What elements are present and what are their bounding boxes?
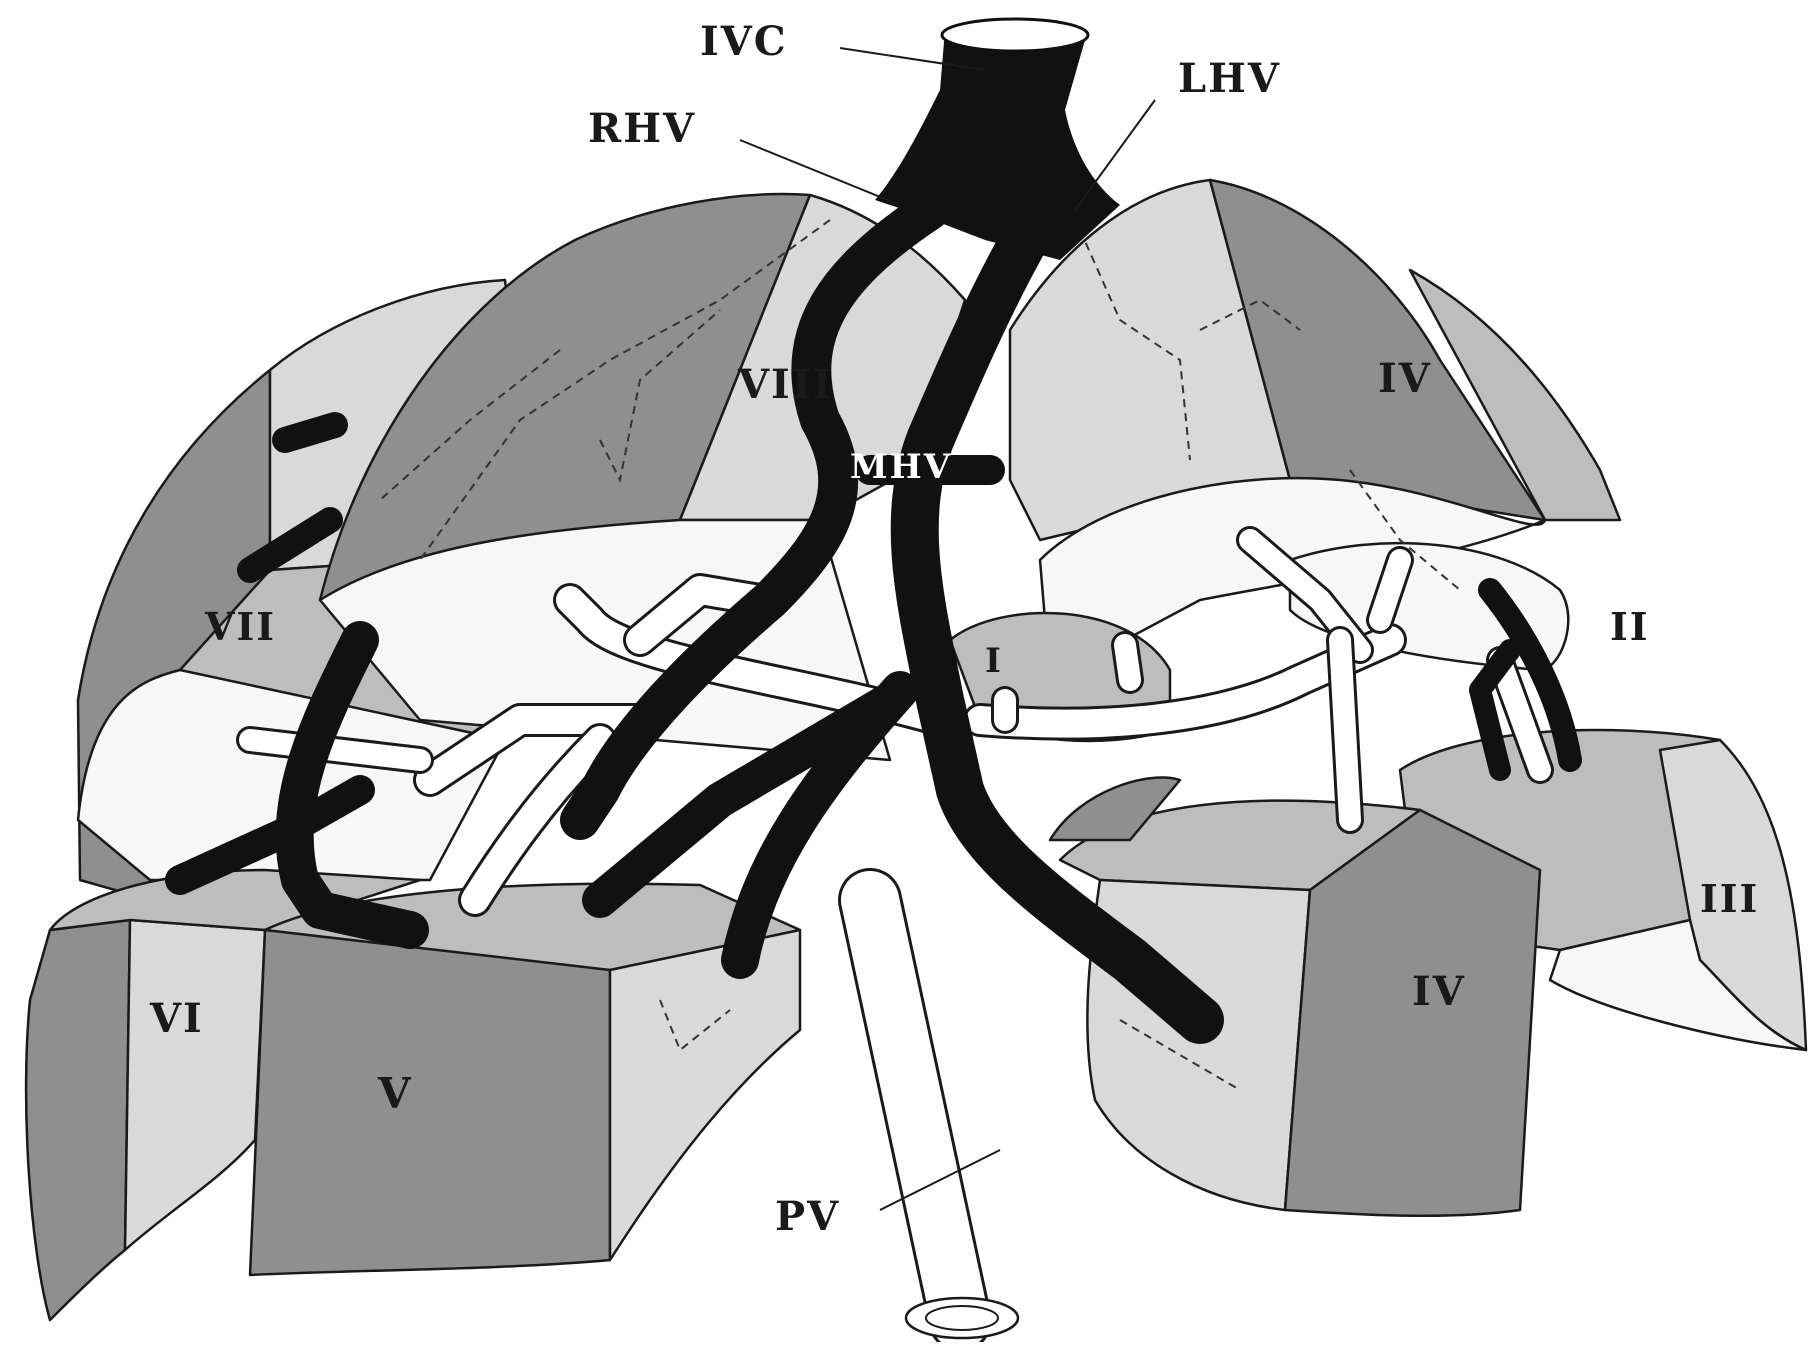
segment-iv-lower-block: [1050, 778, 1540, 1216]
label-mhv: MHV: [850, 447, 952, 487]
label-seg-iv-lower: IV: [1412, 968, 1466, 1015]
label-seg-ii: II: [1610, 604, 1650, 649]
segment-v-block: [250, 884, 800, 1275]
label-seg-iv-upper: IV: [1378, 355, 1432, 402]
label-ivc: IVC: [700, 18, 788, 65]
label-seg-vii: VII: [204, 604, 276, 649]
label-seg-viii: VIII: [737, 361, 833, 408]
label-lhv: LHV: [1178, 55, 1281, 102]
label-seg-v: V: [377, 1069, 413, 1118]
label-seg-i: I: [985, 641, 1003, 681]
label-pv: PV: [775, 1193, 840, 1240]
label-seg-iii: III: [1700, 876, 1759, 921]
label-rhv: RHV: [588, 105, 696, 152]
label-seg-vi: VI: [149, 995, 204, 1042]
